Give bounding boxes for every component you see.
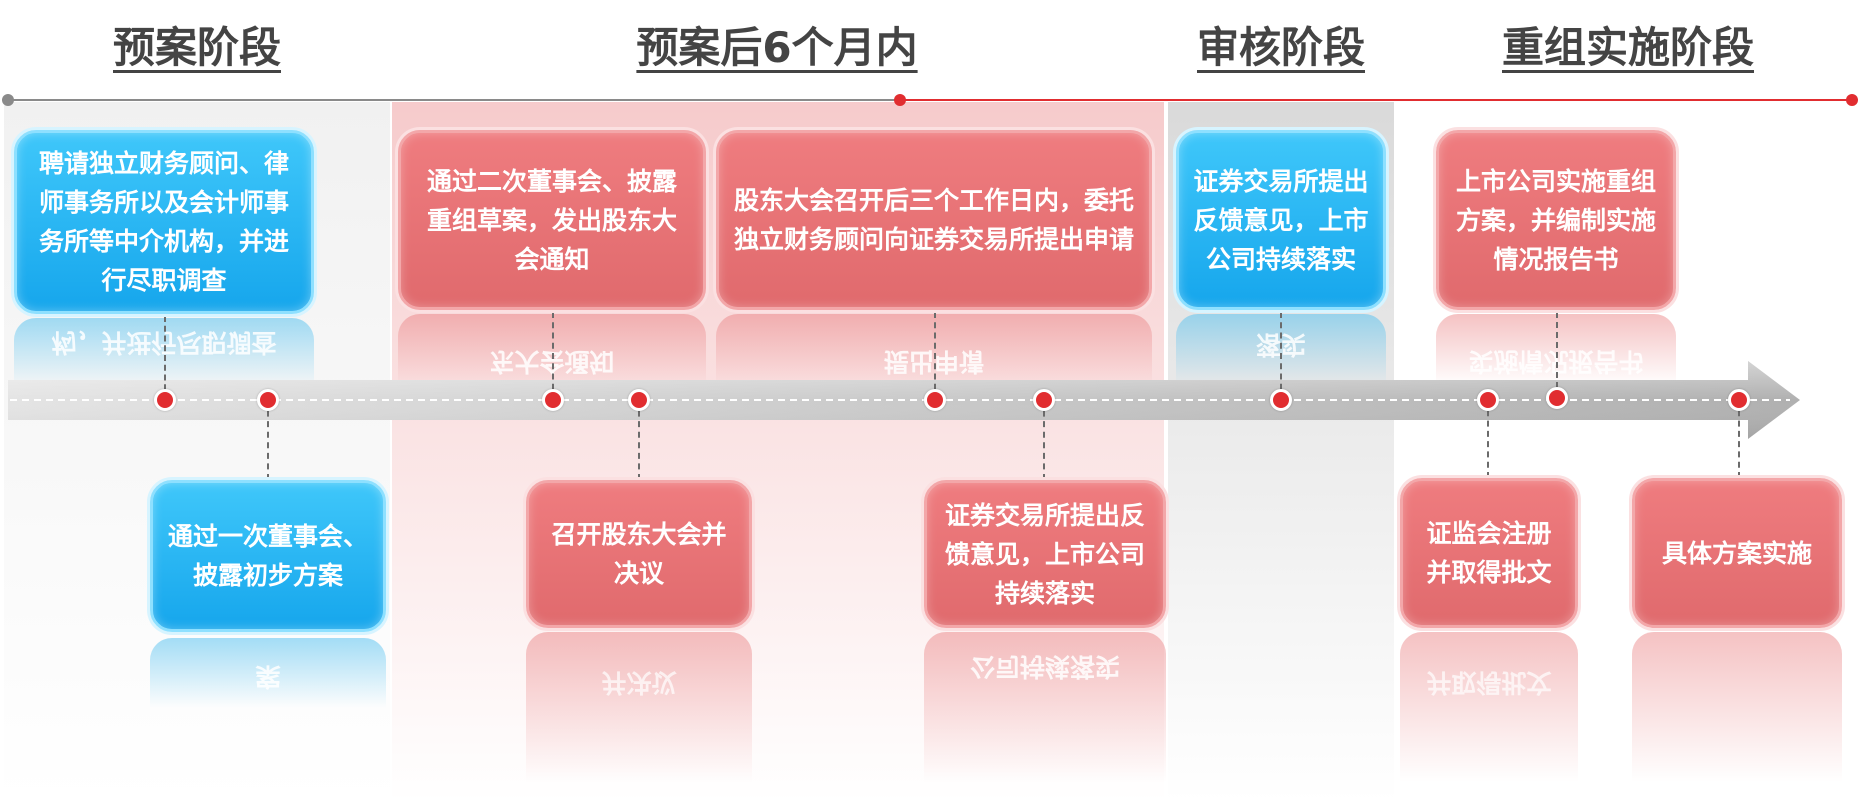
event-box-plan-execution: 具体方案实施	[1632, 478, 1842, 628]
connector-line	[267, 400, 269, 480]
connector-line	[552, 312, 554, 400]
connector-line	[1280, 312, 1282, 400]
stage-title-six-months: 预案后6个月内	[636, 23, 918, 72]
timeline-dot	[628, 389, 650, 411]
stage-title-implementation: 重组实施阶段	[1501, 23, 1755, 72]
connector-line	[934, 312, 936, 400]
connector-line	[1556, 312, 1558, 398]
event-box-implement-plan: 上市公司实施重组方案，并编制实施情况报告书	[1436, 130, 1676, 310]
reflection	[1400, 632, 1578, 782]
reflection	[924, 632, 1166, 782]
timeline-dot	[1033, 389, 1055, 411]
event-box-second-board: 通过二次董事会、披露重组草案，发出股东大会通知	[398, 130, 706, 310]
timeline-dot	[1728, 389, 1750, 411]
timeline-dot	[154, 389, 176, 411]
event-box-csrc-registration: 证监会注册并取得批文	[1400, 478, 1578, 628]
reflection	[1632, 632, 1842, 782]
connector-line	[1738, 400, 1740, 478]
event-box-exchange-feedback-2: 证券交易所提出反馈意见，上市公司持续落实	[924, 480, 1166, 628]
event-box-first-board: 通过一次董事会、披露初步方案	[150, 480, 386, 632]
connector-line	[1043, 400, 1045, 480]
event-box-engage-advisors: 聘请独立财务顾问、律师事务所以及会计师事务所等中介机构，并进行尽职调查	[14, 130, 314, 314]
stage-title-prep: 预案阶段	[112, 23, 282, 72]
reflection-text: 公司持续落实	[969, 652, 1120, 681]
timeline-arrow	[8, 361, 1800, 439]
reflection-text: 案	[255, 662, 281, 691]
timeline-dot	[542, 389, 564, 411]
connector-line	[1487, 400, 1489, 478]
timeline-dot	[1270, 389, 1292, 411]
event-box-exchange-feedback: 证券交易所提出反馈意见，上市公司持续落实	[1176, 130, 1386, 310]
timeline-dot	[924, 389, 946, 411]
event-box-submit-application: 股东大会召开后三个工作日内，委托独立财务顾问向证券交易所提出申请	[716, 130, 1152, 310]
connector-line	[164, 316, 166, 400]
reflection-text: 并取得批文	[1426, 668, 1552, 697]
event-box-shareholder-meeting: 召开股东大会并决议	[526, 480, 752, 628]
stage-line	[2, 94, 1858, 106]
reflection	[526, 632, 752, 782]
timeline-dot	[1546, 387, 1568, 409]
reflection	[150, 638, 386, 708]
timeline-dot	[257, 389, 279, 411]
reflection-text: 并决议	[601, 668, 677, 697]
connector-line	[638, 400, 640, 480]
stage-title-review: 审核阶段	[1196, 23, 1366, 72]
timeline-dot	[1477, 389, 1499, 411]
